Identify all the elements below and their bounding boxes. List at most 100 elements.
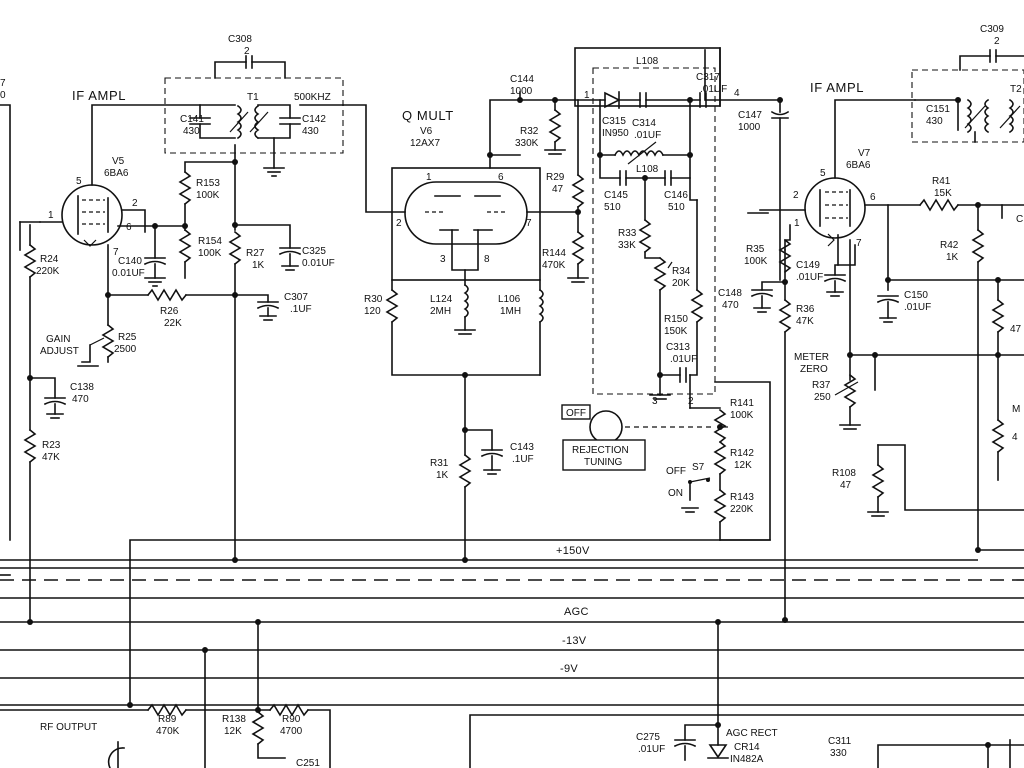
t1-freq: 500KHZ [294, 92, 331, 103]
val-c140: 0.01UF [112, 268, 145, 279]
t1-primary-coil [236, 104, 242, 140]
tuning-label: TUNING [584, 457, 623, 468]
val-r143: 220K [730, 504, 754, 515]
l108-shield [592, 67, 716, 395]
ref-r26: R26 [160, 306, 179, 317]
v6-pin: 8 [484, 254, 490, 265]
r36 [778, 298, 792, 334]
l124 [463, 283, 469, 319]
r34 [653, 256, 667, 292]
edge-fragment: C [1016, 214, 1023, 225]
val-c142: 430 [302, 126, 319, 137]
terminal-3: 3 [652, 396, 658, 407]
bus-150v-label: +150V [556, 545, 590, 557]
val-r30: 120 [364, 306, 381, 317]
ref-r142: R142 [730, 448, 754, 459]
v5-type: 6BA6 [104, 168, 129, 179]
r41 [918, 198, 960, 212]
val-r144: 470K [542, 260, 566, 271]
val-r89: 470K [156, 726, 180, 737]
r33 [638, 218, 652, 254]
ref-r25: R25 [118, 332, 137, 343]
val-c317: .01UF [700, 84, 727, 95]
ref-r37: R37 [812, 380, 831, 391]
ref-r32: R32 [520, 126, 539, 137]
val-c145: 510 [604, 202, 621, 213]
ref-r33: R33 [618, 228, 637, 239]
r31 [458, 453, 472, 489]
ref-c141: C141 [180, 114, 204, 125]
edge-fragment: M [1012, 404, 1020, 415]
t1-label: T1 [247, 92, 259, 103]
t2-label: T2 [1010, 84, 1022, 95]
val-r24: 220K [36, 266, 60, 277]
val-r41: 15K [934, 188, 952, 199]
ref-r141: R141 [730, 398, 754, 409]
edge-fragment: 47 [1010, 324, 1022, 335]
val-r90: 4700 [280, 726, 303, 737]
val-c314: .01UF [634, 130, 661, 141]
t1-secondary-coil [254, 104, 260, 140]
ref-r154: R154 [198, 236, 222, 247]
val-c307: .1UF [290, 304, 312, 315]
r141 [713, 408, 727, 444]
rejection-tuning-knob[interactable] [589, 410, 623, 444]
ref-r36: R36 [796, 304, 815, 315]
v6-pin: 2 [396, 218, 402, 229]
r42 [971, 228, 985, 264]
v5-pin: 7 [113, 247, 119, 258]
t1-shield [164, 77, 344, 154]
val-c143: .1UF [512, 454, 534, 465]
r27 [228, 230, 242, 266]
val-c313: .01UF [670, 354, 697, 365]
ref-c144: C144 [510, 74, 534, 85]
val-r33: 33K [618, 240, 636, 251]
gain-label: GAIN [46, 334, 70, 345]
ref-c307: C307 [284, 292, 308, 303]
val-r27: 1K [252, 260, 265, 271]
v5-pin: 1 [48, 210, 54, 221]
ref-c140: C140 [118, 256, 142, 267]
val-r154: 100K [198, 248, 222, 259]
v7-pin: 7 [856, 238, 862, 249]
t2-shield [911, 69, 1024, 143]
r154 [178, 228, 192, 264]
r26 [146, 288, 188, 302]
meter-label: METER [794, 352, 829, 363]
ref-c315: C315 [602, 116, 626, 127]
ref-c143: C143 [510, 442, 534, 453]
terminal-1: 1 [584, 90, 590, 101]
v5-pin: 6 [126, 222, 132, 233]
val-c141: 430 [183, 126, 200, 137]
val-c150: .01UF [904, 302, 931, 313]
r25 [101, 323, 115, 359]
section-if-ampl-right: IF AMPL [810, 80, 864, 95]
v7-type: 6BA6 [846, 160, 871, 171]
v7-ref: V7 [858, 148, 871, 159]
v7-pin: 6 [870, 192, 876, 203]
r153 [178, 170, 192, 206]
v5-pin: 2 [132, 198, 138, 209]
ref-r30: R30 [364, 294, 383, 305]
zero-label: ZERO [800, 364, 828, 375]
val-r23: 47K [42, 452, 60, 463]
r142 [713, 440, 727, 476]
ref-r42: R42 [940, 240, 959, 251]
r35 [778, 238, 792, 274]
val-c308: 2 [244, 46, 250, 57]
ref-l124: L124 [430, 294, 453, 305]
bus-minus13-label: -13V [562, 635, 587, 647]
val-cr14: IN482A [730, 754, 764, 765]
s7-on-label: ON [668, 488, 683, 499]
ref-cr14: CR14 [734, 742, 760, 753]
l106 [538, 288, 544, 324]
l108-coil [613, 150, 665, 157]
ref-c145: C145 [604, 190, 628, 201]
ref-c146: C146 [664, 190, 688, 201]
ref-c314: C314 [632, 118, 656, 129]
r24 [23, 243, 37, 279]
edge-fragment: 4 [1012, 432, 1018, 443]
ref-c150: C150 [904, 290, 928, 301]
val-r29: 47 [552, 184, 564, 195]
